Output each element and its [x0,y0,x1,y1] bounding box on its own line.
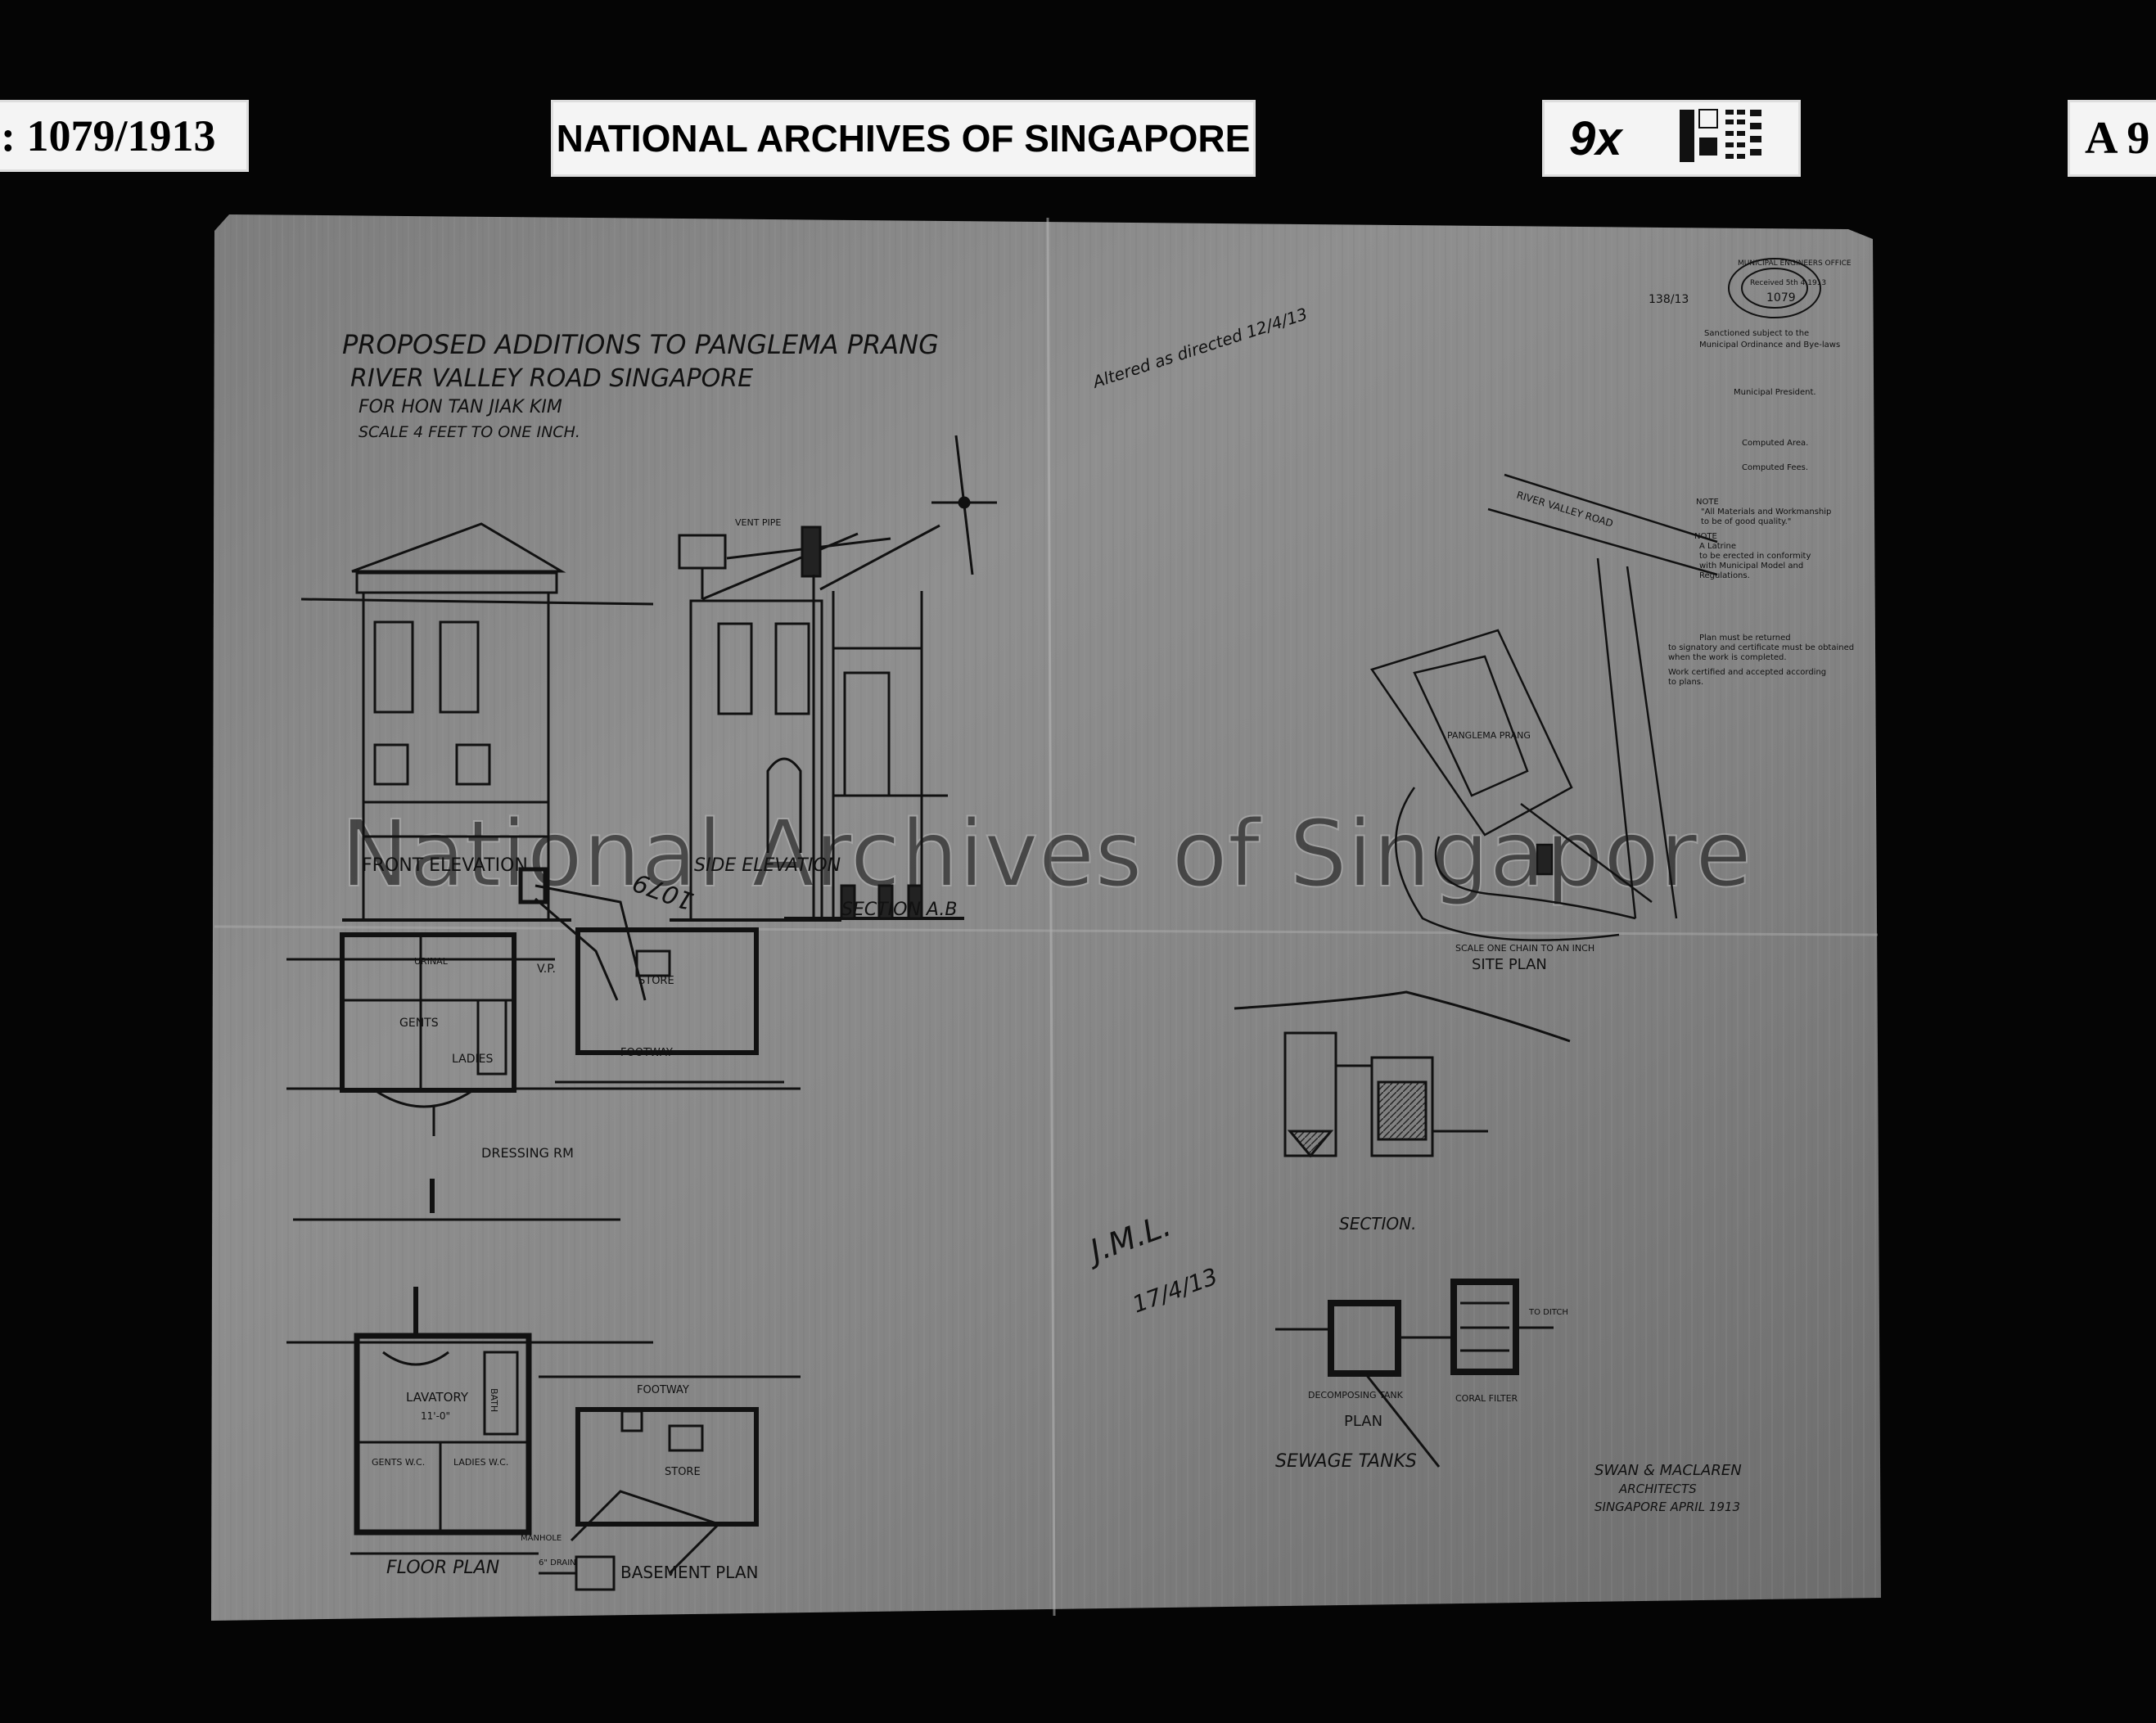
manhole-label: MANHOLE [521,1534,562,1543]
stamp-note-line: to be of good quality." [1701,517,1791,526]
footway-label-upper: FOOTWAY [620,1047,673,1059]
architectural-drawing: National Archives of Singapore PROPOSED … [211,214,1881,1622]
floor-plan-drawing [286,1287,653,1555]
stamp-received: Received 5th 4.1913 [1750,279,1826,287]
site-plan-drawing [1370,473,1718,941]
vent-pipe-label: VENT PIPE [735,517,781,528]
decomposing-tank-label: DECOMPOSING TANK [1308,1390,1404,1401]
dimension-label: 11'-0" [421,1410,450,1422]
stamp-note-line: Plan must be returned [1699,634,1791,643]
stamp-note-line: Regulations. [1699,571,1750,580]
stamp-note-line: A Latrine [1699,542,1736,551]
stamp-title: MUNICIPAL ENGINEERS OFFICE [1738,259,1852,268]
bath-label: BATH [489,1388,499,1412]
sewage-plan-drawing [1275,1279,1554,1468]
stamp-note-line: Work certified and accepted according [1668,668,1826,677]
title-line-4: SCALE 4 FEET TO ONE INCH. [359,423,580,441]
reference-number-label: : 1079/1913 [0,100,249,172]
site-plan-scale: SCALE ONE CHAIN TO AN INCH [1455,943,1594,954]
section-ab-label: SECTION A.B [841,900,957,920]
stamp-note-line: to plans. [1668,678,1703,687]
architects-block: SWAN & MACLAREN ARCHITECTS SINGAPORE APR… [1594,1462,1742,1514]
store-label-upper: STORE [638,975,674,987]
coral-filter-label: CORAL FILTER [1455,1393,1518,1404]
approval-stamp [1728,258,1821,318]
basement-plan-drawing [539,1375,801,1591]
sewage-tanks-label: SEWAGE TANKS [1275,1451,1417,1472]
urinal-label: URINAL [414,956,449,967]
site-plan-label: SITE PLAN [1472,956,1547,973]
stamp-note-line: to be erected in conformity [1699,552,1811,561]
title-line-1: PROPOSED ADDITIONS TO PANGLEMA PRANG [342,329,939,360]
stamp-file-ref: 138/13 [1649,293,1689,306]
stamp-note-line: with Municipal Model and [1699,562,1803,571]
stamp-approval-number: 1079 [1766,291,1796,304]
title-line-3: FOR HON TAN JIAK KIM [359,397,562,417]
vp-label: V.P. [537,963,556,976]
side-elevation-label: SIDE ELEVATION [694,855,841,876]
stamp-note-line: Computed Fees. [1742,463,1808,472]
stamp-note-line: NOTE [1696,498,1719,507]
north-arrow-icon [931,435,997,575]
drain-label: 6" DRAIN [539,1558,576,1567]
to-ditch-label: TO DITCH [1528,1308,1568,1317]
stamp-note-line: to signatory and certificate must be obt… [1668,643,1854,652]
stamp-note-line: Municipal President. [1734,388,1816,397]
horizontal-fold [214,925,1879,936]
floor-plan-label: FLOOR PLAN [386,1558,499,1578]
architects-line-1: SWAN & MACLAREN [1594,1462,1742,1479]
store-label: STORE [665,1466,701,1478]
stamp-notes: Sanctioned subject to the Municipal Ordi… [1668,329,1854,687]
gents-label: GENTS [399,1017,439,1030]
lavatory-label: LAVATORY [406,1390,469,1405]
front-elevation-label: FRONT ELEVATION [362,855,528,876]
architects-line-2: ARCHITECTS [1618,1482,1697,1496]
panglema-prang-label: PANGLEMA PRANG [1447,730,1531,741]
title-block: PROPOSED ADDITIONS TO PANGLEMA PRANG RIV… [342,329,939,441]
resolution-target-icon [1675,105,1766,167]
architects-line-3: SINGAPORE APRIL 1913 [1594,1500,1740,1514]
title-line-2: RIVER VALLEY ROAD SINGAPORE [350,364,753,393]
ladies-label: LADIES [452,1053,493,1066]
stamp-note-line: when the work is completed. [1668,653,1787,662]
sheet-code-label: A 9 [2068,100,2156,177]
dressing-rm-label: DRESSING RM [481,1145,574,1161]
archive-name-label: NATIONAL ARCHIVES OF SINGAPORE [551,100,1256,177]
plan-label: PLAN [1344,1413,1382,1430]
gents-wc-label: GENTS W.C. [372,1457,425,1468]
basement-plan-label: BASEMENT PLAN [620,1563,758,1582]
stamp-note-line: Computed Area. [1742,439,1808,448]
section-ab-drawing [784,524,964,920]
section-label: SECTION. [1339,1214,1416,1234]
watermark-text: National Archives of Singapore [341,801,1752,908]
stamp-note-line: Municipal Ordinance and Bye-laws [1699,341,1840,350]
sewage-section-drawing [1234,990,1571,1158]
ladies-wc-label: LADIES W.C. [453,1457,508,1468]
front-elevation-drawing [300,522,654,922]
center-fold [1046,217,1056,1617]
footway-label: FOOTWAY [637,1384,689,1396]
upper-floor-plan-drawing [286,932,620,1221]
store-plan-drawing [518,867,801,1090]
stamp-note-line: "All Materials and Workmanship [1701,507,1831,516]
stamp-note-line: Sanctioned subject to the [1704,329,1809,338]
stamp-note-line: NOTE [1694,532,1717,541]
